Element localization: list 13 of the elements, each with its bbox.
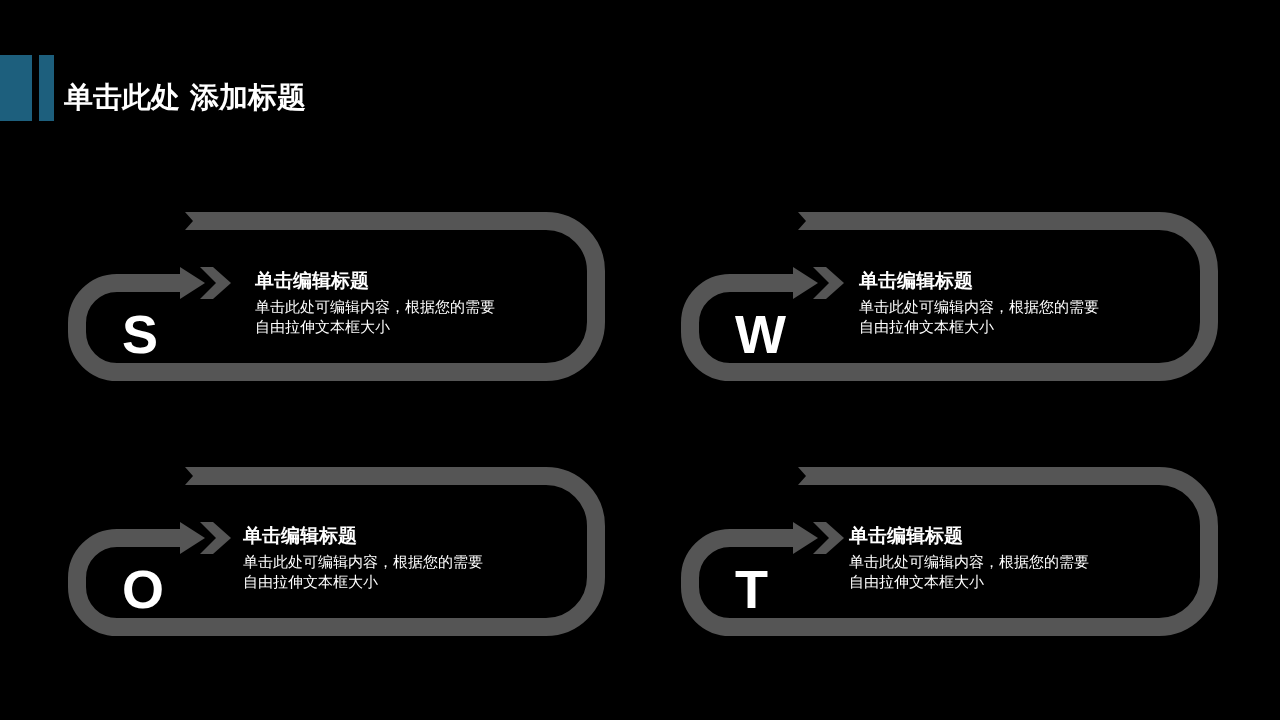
item-heading: 单击编辑标题 — [243, 524, 357, 547]
item-heading: 单击编辑标题 — [255, 269, 369, 292]
slide-title: 单击此处 添加标题 — [64, 80, 307, 115]
swot-letter: T — [735, 562, 768, 616]
item-description: 单击此处可编辑内容，根据您的需要自由拉伸文本框大小 — [859, 298, 1100, 337]
item-heading: 单击编辑标题 — [859, 269, 973, 292]
item-description: 单击此处可编辑内容，根据您的需要自由拉伸文本框大小 — [255, 298, 496, 337]
item-heading: 单击编辑标题 — [849, 524, 963, 547]
item-description: 单击此处可编辑内容，根据您的需要自由拉伸文本框大小 — [849, 553, 1090, 592]
swot-letter: S — [122, 307, 159, 361]
item-description: 单击此处可编辑内容，根据您的需要自由拉伸文本框大小 — [243, 553, 484, 592]
swot-letter: W — [735, 307, 786, 361]
swot-letter: O — [122, 562, 164, 616]
